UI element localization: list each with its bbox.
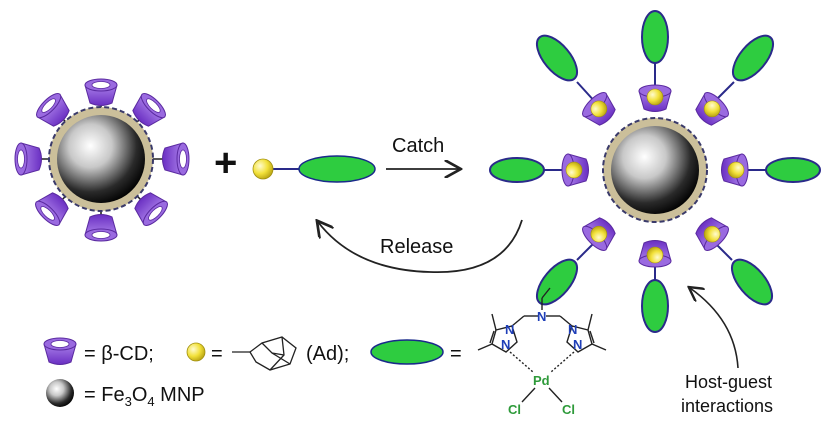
left-nanoparticle <box>14 78 190 242</box>
host-guest-annotation: Host-guest interactions <box>681 288 773 416</box>
atom-n-center: N <box>537 309 546 324</box>
legend-mnp-text: = Fe3O4 MNP <box>84 384 205 409</box>
right-nanoparticle <box>489 10 821 333</box>
cd-host-icon <box>162 142 190 176</box>
cd-host-icon <box>84 78 118 106</box>
annotation-line2: interactions <box>681 396 773 416</box>
cd-host-icon <box>14 142 42 176</box>
adamantane-legend-icon <box>186 342 206 362</box>
atom-n-left-a: N <box>501 337 510 352</box>
legend-ad: = (Ad); <box>186 336 349 371</box>
cd-legend-icon <box>43 337 77 365</box>
legend-cd-text: = β-CD; <box>84 343 154 365</box>
mnp-legend-icon <box>46 379 74 407</box>
atom-n-left-b: N <box>505 322 514 337</box>
pd-complex-structure: N N N N N Pd Cl Cl <box>477 287 607 417</box>
cd-ad-complex-icon <box>578 88 621 131</box>
atom-n-right-a: N <box>573 337 582 352</box>
atom-pd: Pd <box>533 373 550 388</box>
catch-arrow: Catch <box>386 135 459 169</box>
adamantane-structure-icon <box>232 336 297 371</box>
cd-ad-complex-icon <box>561 153 589 187</box>
right-guest-ligands <box>489 10 821 333</box>
cd-ad-complex-icon <box>638 240 672 268</box>
guest-molecule <box>252 155 376 183</box>
ligand-ellipse-icon <box>298 155 376 183</box>
cd-ad-complex-icon <box>690 212 733 255</box>
cd-ad-complex-icon <box>690 88 733 131</box>
legend: = β-CD; = (Ad); = = Fe3O4 MNP <box>43 336 462 409</box>
ligand-legend-icon <box>370 339 444 365</box>
atom-cl-right: Cl <box>562 402 575 417</box>
cd-host-icon <box>84 214 118 242</box>
release-label: Release <box>380 236 453 258</box>
atom-cl-left: Cl <box>508 402 521 417</box>
cd-ad-complex-icon <box>578 212 621 255</box>
legend-cd: = β-CD; <box>43 337 154 365</box>
left-magnetic-core <box>57 115 145 203</box>
legend-ad-label: (Ad); <box>306 343 349 365</box>
plus-sign: + <box>214 141 237 185</box>
legend-ad-eq: = <box>211 343 223 365</box>
legend-ligand: = <box>370 339 462 365</box>
adamantane-ball-icon <box>252 158 274 180</box>
cd-ad-complex-icon <box>721 153 749 187</box>
release-arrow: Release <box>318 220 523 273</box>
legend-ligand-eq: = <box>450 343 462 365</box>
right-magnetic-core <box>611 126 699 214</box>
annotation-line1: Host-guest <box>685 372 772 392</box>
catch-label: Catch <box>392 135 444 157</box>
cd-ad-complex-icon <box>638 84 672 112</box>
legend-mnp: = Fe3O4 MNP <box>46 379 205 409</box>
atom-n-right-b: N <box>568 322 577 337</box>
